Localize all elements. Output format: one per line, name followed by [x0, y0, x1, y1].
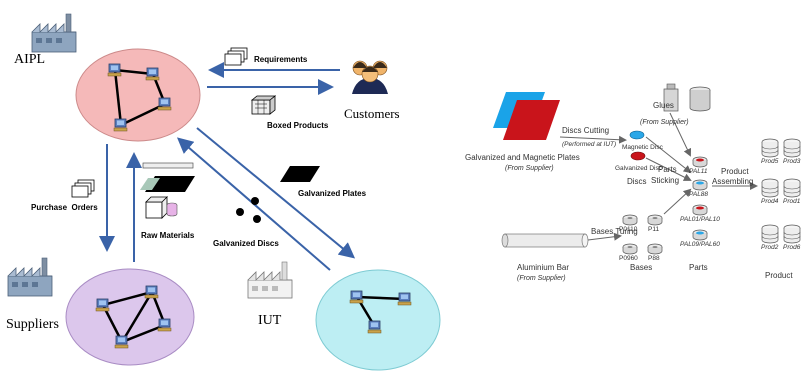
galvanized-discs-icon	[236, 197, 261, 223]
part-code-label: PAL88	[689, 191, 708, 198]
product-assembling-label-1: Product	[721, 167, 749, 176]
raw-materials-label: Raw Materials	[141, 231, 195, 240]
galvanized-disc-arrow	[645, 157, 692, 181]
galvanized-plates-icon	[280, 166, 320, 182]
galvanized-discs-label: Galvanized Discs	[213, 239, 279, 248]
product-assembling-label-2: Assembling	[712, 177, 753, 186]
aipl-network	[75, 48, 201, 142]
bases-label: Bases	[630, 263, 652, 272]
glues-icon	[663, 83, 711, 112]
requirements-label: Requirements	[254, 55, 308, 64]
raw-materials-icon	[140, 162, 195, 219]
base-code-label: P11	[648, 226, 659, 233]
product-label: Product	[765, 271, 793, 280]
product-code-label: Prod3	[783, 158, 801, 165]
suppliers-computer-network	[95, 285, 172, 349]
boxed-products-icon	[250, 95, 277, 115]
boxed-products-label: Boxed Products	[267, 121, 329, 130]
customers-icon	[352, 60, 388, 94]
discs-cutting-note: (Performed at IUT)	[562, 141, 616, 148]
glues-arrow	[669, 112, 692, 157]
discs-cutting-arrow	[559, 135, 627, 144]
suppliers-factory-icon	[7, 257, 53, 297]
galvanized-disc-icon	[630, 151, 646, 161]
product-code-label: Prod5	[761, 158, 779, 165]
aluminium-bar-label: Aluminium Bar	[517, 263, 569, 272]
purchase-orders-label: Purchase Orders	[31, 203, 98, 212]
bases-arrow	[663, 188, 692, 215]
product-code-label: Prod2	[761, 244, 779, 251]
base-code-label: P0110	[619, 226, 638, 233]
galvanized-plates-label: Galvanized Plates	[298, 189, 367, 198]
iut-network	[315, 269, 441, 371]
magnetic-disc-label: Magnetic Disc	[622, 144, 664, 151]
parts-sticking-label-1: Parts	[658, 165, 677, 174]
product-code-label: Prod6	[783, 244, 801, 251]
aluminium-bar-icon	[501, 233, 589, 248]
magnetic-disc-arrow	[645, 136, 692, 174]
bases-turing-label: Bases Turing	[591, 227, 638, 236]
glues-label: Glues	[653, 101, 674, 110]
galvanized-disc-label: Galvanized Disc	[615, 165, 663, 172]
discs-cutting-label: Discs Cutting	[562, 126, 609, 135]
right-diagram: Glues (From Supplier) Discs Cutting (Per…	[465, 83, 801, 282]
bases-turing-arrow	[587, 232, 622, 241]
galvanized-plate-icon	[503, 100, 560, 140]
parts-icons	[692, 156, 708, 241]
magnetic-disc-icon	[629, 130, 645, 140]
iut-factory-icon	[247, 261, 293, 299]
parts-sticking-label-2: Sticking	[651, 176, 679, 185]
aipl-label: AIPL	[14, 52, 45, 67]
aipl-factory-icon	[31, 13, 77, 53]
purchase-orders-icon	[71, 179, 95, 198]
part-code-label: PAL01/PAL10	[680, 216, 720, 223]
product-icons	[761, 138, 801, 244]
suppliers-network	[65, 268, 195, 366]
plates-label: Galvanized and Magnetic Plates	[465, 153, 580, 162]
aipl-computer-network	[107, 63, 172, 132]
part-code-label: PAL09/PAL60	[680, 241, 720, 248]
galvanized-plates-arrow	[196, 127, 356, 259]
product-code-label: Prod1	[783, 198, 801, 205]
base-code-label: P88	[648, 255, 660, 262]
iut-label: IUT	[258, 313, 282, 328]
part-code-label: PAL11	[689, 168, 708, 175]
requirements-icon	[224, 47, 248, 66]
aluminium-source-label: (From Supplier)	[517, 275, 566, 282]
discs-label: Discs	[627, 177, 647, 186]
product-code-label: Prod4	[761, 198, 779, 205]
suppliers-label: Suppliers	[6, 317, 59, 332]
left-diagram: AIPL Customers Suppliers IUT Requirement…	[6, 13, 441, 371]
iut-computer-network	[349, 290, 412, 334]
customers-label: Customers	[344, 106, 400, 121]
base-code-label: P0960	[619, 255, 638, 262]
glues-source-label: (From Supplier)	[640, 119, 689, 126]
parts-label: Parts	[689, 263, 708, 272]
plates-source-label: (From Supplier)	[505, 165, 554, 172]
